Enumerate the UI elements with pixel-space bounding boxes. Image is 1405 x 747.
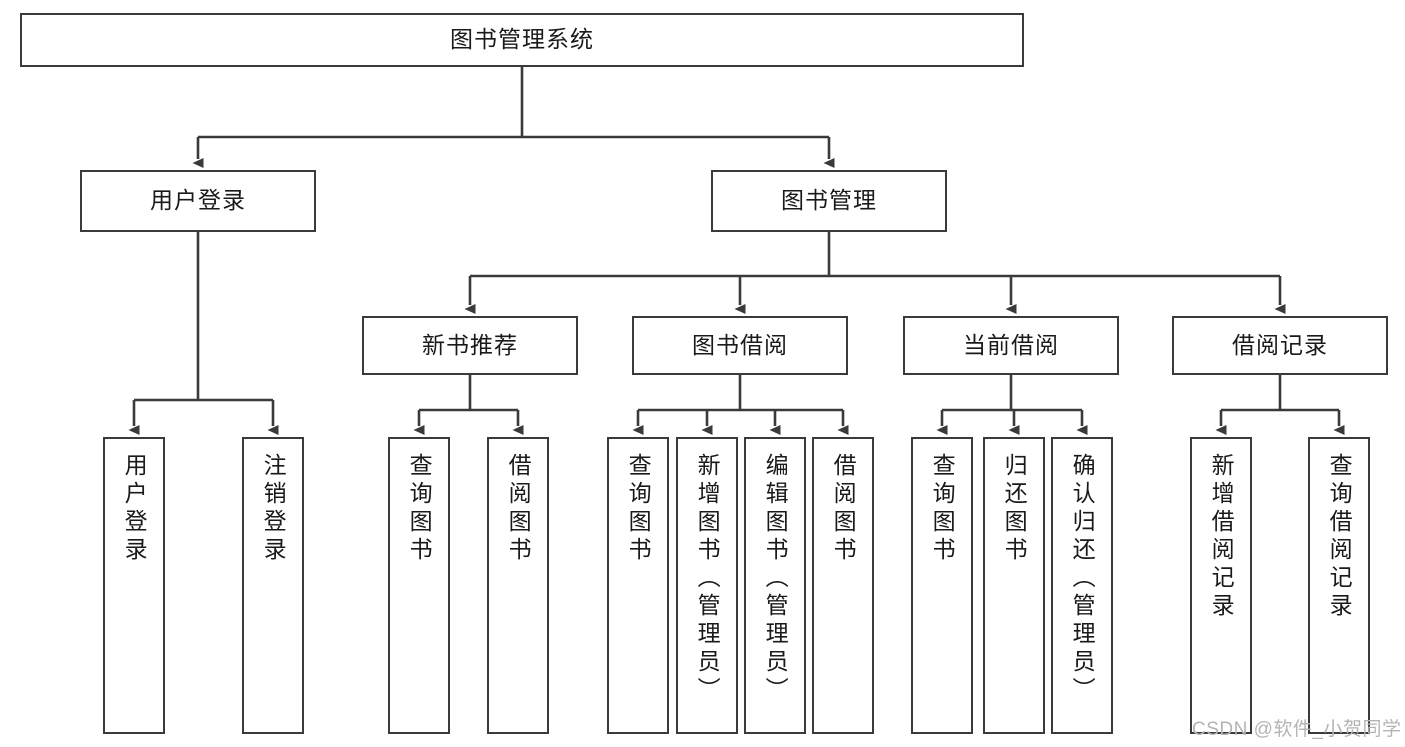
node-label: 确认归还（管理员） <box>1069 453 1096 705</box>
node-leaf-5[interactable]: 新增图书（管理员） <box>676 437 738 734</box>
node-leaf-10[interactable]: 确认归还（管理员） <box>1051 437 1113 734</box>
node-leaf-7[interactable]: 借阅图书 <box>812 437 874 734</box>
node-label: 注销登录 <box>260 453 287 565</box>
node-label: 新增借阅记录 <box>1208 453 1235 621</box>
node-label: 当前借阅 <box>963 331 1059 358</box>
node-label: 用户登录 <box>121 453 148 565</box>
node-label: 查询借阅记录 <box>1326 453 1353 621</box>
node-leaf-2[interactable]: 查询图书 <box>388 437 450 734</box>
node-root-root[interactable]: 图书管理系统 <box>20 13 1024 67</box>
node-level3-0[interactable]: 新书推荐 <box>362 316 578 375</box>
node-label: 借阅图书 <box>830 453 857 565</box>
node-level3-2[interactable]: 当前借阅 <box>903 316 1119 375</box>
node-label: 图书管理系统 <box>450 26 594 53</box>
node-level3-1[interactable]: 图书借阅 <box>632 316 848 375</box>
node-label: 图书管理 <box>781 187 877 214</box>
node-leaf-0[interactable]: 用户登录 <box>103 437 165 734</box>
node-leaf-4[interactable]: 查询图书 <box>607 437 669 734</box>
node-label: 新增图书（管理员） <box>694 453 721 705</box>
node-leaf-6[interactable]: 编辑图书（管理员） <box>744 437 806 734</box>
node-label: 归还图书 <box>1001 453 1028 565</box>
node-label: 查询图书 <box>406 453 433 565</box>
node-label: 编辑图书（管理员） <box>762 453 789 705</box>
node-leaf-11[interactable]: 新增借阅记录 <box>1190 437 1252 734</box>
node-leaf-12[interactable]: 查询借阅记录 <box>1308 437 1370 734</box>
node-label: 查询图书 <box>625 453 652 565</box>
node-label: 新书推荐 <box>422 331 518 358</box>
node-label: 借阅记录 <box>1232 331 1328 358</box>
node-leaf-9[interactable]: 归还图书 <box>983 437 1045 734</box>
node-leaf-1[interactable]: 注销登录 <box>242 437 304 734</box>
node-label: 查询图书 <box>929 453 956 565</box>
node-leaf-8[interactable]: 查询图书 <box>911 437 973 734</box>
node-label: 用户登录 <box>150 187 246 214</box>
node-level2-1[interactable]: 图书管理 <box>711 170 947 232</box>
node-level3-3[interactable]: 借阅记录 <box>1172 316 1388 375</box>
node-label: 借阅图书 <box>505 453 532 565</box>
node-level2-0[interactable]: 用户登录 <box>80 170 316 232</box>
node-label: 图书借阅 <box>692 331 788 358</box>
csdn-watermark: CSDN @软件_小贺同学 <box>1192 719 1402 740</box>
node-leaf-3[interactable]: 借阅图书 <box>487 437 549 734</box>
